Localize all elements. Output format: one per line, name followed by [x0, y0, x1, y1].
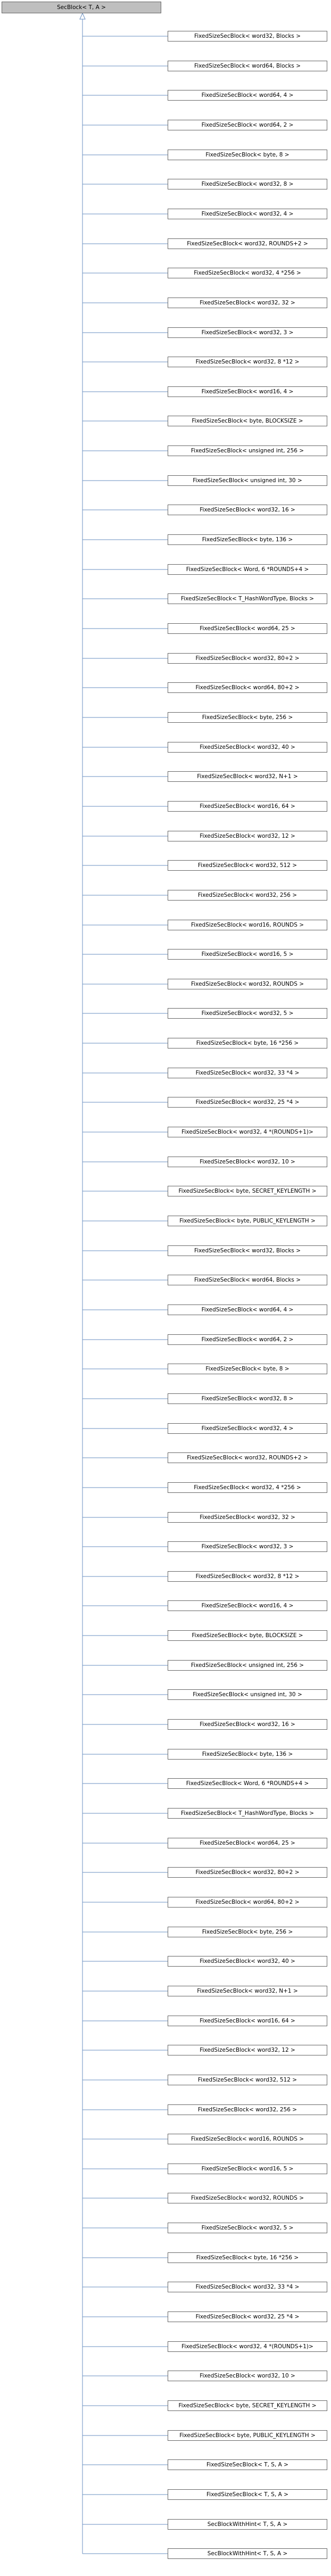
derived-class-node[interactable]: FixedSizeSecBlock< word32, 5 > [168, 2223, 327, 2233]
derived-class-node[interactable]: FixedSizeSecBlock< word32, Blocks > [168, 1245, 327, 1256]
derived-class-node[interactable]: FixedSizeSecBlock< word32, 12 > [168, 2045, 327, 2055]
derived-class-node[interactable]: FixedSizeSecBlock< byte, PUBLIC_KEYLENGT… [168, 1216, 327, 1226]
derived-class-node[interactable]: FixedSizeSecBlock< byte, SECRET_KEYLENGT… [168, 1186, 327, 1196]
derived-class-node[interactable]: FixedSizeSecBlock< word32, 8 > [168, 179, 327, 189]
derived-class-node[interactable]: FixedSizeSecBlock< word32, N+1 > [168, 1986, 327, 1996]
derived-class-node[interactable]: FixedSizeSecBlock< word32, 80+2 > [168, 653, 327, 664]
derived-class-node[interactable]: FixedSizeSecBlock< unsigned int, 30 > [168, 1689, 327, 1700]
derived-class-node[interactable]: FixedSizeSecBlock< word32, 5 > [168, 1008, 327, 1019]
derived-class-node[interactable]: FixedSizeSecBlock< word64, 80+2 > [168, 682, 327, 693]
derived-class-node[interactable]: FixedSizeSecBlock< word32, 10 > [168, 1157, 327, 1167]
derived-class-node[interactable]: FixedSizeSecBlock< Word, 6 *ROUNDS+4 > [168, 1778, 327, 1789]
derived-class-node[interactable]: FixedSizeSecBlock< word16, 64 > [168, 2016, 327, 2026]
derived-class-node[interactable]: FixedSizeSecBlock< word32, 512 > [168, 2075, 327, 2085]
derived-class-node[interactable]: FixedSizeSecBlock< word32, 12 > [168, 831, 327, 841]
derived-class-node[interactable]: FixedSizeSecBlock< word32, 4 > [168, 1423, 327, 1434]
derived-class-node[interactable]: FixedSizeSecBlock< T, S, A > [168, 2489, 327, 2500]
derived-class-node[interactable]: FixedSizeSecBlock< word32, 4 *(ROUNDS+1)… [168, 1127, 327, 1137]
derived-class-node[interactable]: FixedSizeSecBlock< word32, 16 > [168, 505, 327, 515]
derived-class-node[interactable]: SecBlockWithHint< T, S, A > [168, 2519, 327, 2530]
derived-class-node[interactable]: FixedSizeSecBlock< word32, 32 > [168, 1512, 327, 1523]
derived-class-node[interactable]: FixedSizeSecBlock< word64, 2 > [168, 120, 327, 130]
derived-class-node[interactable]: FixedSizeSecBlock< word32, 4 > [168, 209, 327, 219]
derived-class-node[interactable]: FixedSizeSecBlock< word64, 4 > [168, 1304, 327, 1315]
derived-class-node[interactable]: FixedSizeSecBlock< word64, 25 > [168, 623, 327, 634]
derived-class-node[interactable]: FixedSizeSecBlock< word32, ROUNDS > [168, 979, 327, 989]
derived-class-node[interactable]: FixedSizeSecBlock< word32, 80+2 > [168, 1867, 327, 1878]
derived-class-node[interactable]: FixedSizeSecBlock< word16, 4 > [168, 1600, 327, 1611]
derived-class-node[interactable]: FixedSizeSecBlock< word16, 5 > [168, 2164, 327, 2174]
derived-class-node[interactable]: FixedSizeSecBlock< word32, 8 > [168, 1393, 327, 1404]
derived-class-node[interactable]: FixedSizeSecBlock< word32, ROUNDS+2 > [168, 238, 327, 249]
derived-class-node[interactable]: FixedSizeSecBlock< unsigned int, 30 > [168, 475, 327, 486]
derived-class-node[interactable]: FixedSizeSecBlock< word16, 4 > [168, 386, 327, 397]
derived-class-node[interactable]: FixedSizeSecBlock< word32, 256 > [168, 2104, 327, 2115]
derived-class-node[interactable]: FixedSizeSecBlock< byte, 136 > [168, 534, 327, 545]
derived-class-node[interactable]: FixedSizeSecBlock< word32, 4 *(ROUNDS+1)… [168, 2341, 327, 2352]
derived-class-node[interactable]: FixedSizeSecBlock< word32, N+1 > [168, 771, 327, 782]
derived-class-node[interactable]: FixedSizeSecBlock< Word, 6 *ROUNDS+4 > [168, 564, 327, 575]
derived-class-node[interactable]: FixedSizeSecBlock< word32, 4 *256 > [168, 1482, 327, 1493]
derived-class-node[interactable]: FixedSizeSecBlock< word64, 25 > [168, 1838, 327, 1848]
derived-class-node[interactable]: FixedSizeSecBlock< word32, 33 *4 > [168, 2282, 327, 2292]
derived-class-node[interactable]: FixedSizeSecBlock< T, S, A > [168, 2459, 327, 2470]
derived-class-node[interactable]: FixedSizeSecBlock< unsigned int, 256 > [168, 1660, 327, 1671]
derived-class-node[interactable]: SecBlockWithHint< T, S, A > [168, 2548, 327, 2559]
derived-class-node[interactable]: FixedSizeSecBlock< byte, BLOCKSIZE > [168, 1630, 327, 1641]
derived-class-node[interactable]: FixedSizeSecBlock< word32, 40 > [168, 742, 327, 753]
derived-class-node[interactable]: FixedSizeSecBlock< word32, 8 *12 > [168, 357, 327, 367]
derived-class-node[interactable]: FixedSizeSecBlock< word32, Blocks > [168, 31, 327, 42]
root-class-node[interactable]: SecBlock< T, A > [2, 2, 161, 13]
derived-class-node[interactable]: FixedSizeSecBlock< word32, 16 > [168, 1719, 327, 1730]
derived-class-node[interactable]: FixedSizeSecBlock< word32, 3 > [168, 1541, 327, 1552]
derived-class-node[interactable]: FixedSizeSecBlock< word64, Blocks > [168, 1275, 327, 1285]
inheritance-arrowhead [79, 12, 86, 20]
derived-class-node[interactable]: FixedSizeSecBlock< word32, 256 > [168, 890, 327, 901]
derived-class-node[interactable]: FixedSizeSecBlock< byte, BLOCKSIZE > [168, 416, 327, 426]
derived-class-node[interactable]: FixedSizeSecBlock< word16, 5 > [168, 949, 327, 960]
derived-class-node[interactable]: FixedSizeSecBlock< word32, 33 *4 > [168, 1068, 327, 1078]
derived-class-node[interactable]: FixedSizeSecBlock< byte, 16 *256 > [168, 2252, 327, 2263]
derived-class-node[interactable]: FixedSizeSecBlock< word32, 32 > [168, 298, 327, 308]
derived-class-node[interactable]: FixedSizeSecBlock< byte, 8 > [168, 150, 327, 160]
derived-class-node[interactable]: FixedSizeSecBlock< word32, 8 *12 > [168, 1571, 327, 1582]
derived-class-node[interactable]: FixedSizeSecBlock< byte, 8 > [168, 1364, 327, 1374]
derived-class-node[interactable]: FixedSizeSecBlock< T_HashWordType, Block… [168, 1808, 327, 1819]
derived-class-node[interactable]: FixedSizeSecBlock< word16, ROUNDS > [168, 2134, 327, 2144]
derived-class-node[interactable]: FixedSizeSecBlock< word32, 10 > [168, 2371, 327, 2381]
derived-class-node[interactable]: FixedSizeSecBlock< word16, 64 > [168, 801, 327, 812]
derived-class-node[interactable]: FixedSizeSecBlock< T_HashWordType, Block… [168, 593, 327, 604]
derived-class-node[interactable]: FixedSizeSecBlock< word32, 25 *4 > [168, 1097, 327, 1108]
derived-class-node[interactable]: FixedSizeSecBlock< word64, 2 > [168, 1334, 327, 1345]
derived-class-node[interactable]: FixedSizeSecBlock< word32, ROUNDS > [168, 2193, 327, 2203]
derived-class-node[interactable]: FixedSizeSecBlock< word32, 3 > [168, 327, 327, 338]
derived-class-node[interactable]: FixedSizeSecBlock< word32, 40 > [168, 1956, 327, 1967]
derived-class-node[interactable]: FixedSizeSecBlock< unsigned int, 256 > [168, 445, 327, 456]
derived-class-node[interactable]: FixedSizeSecBlock< word16, ROUNDS > [168, 920, 327, 930]
derived-class-node[interactable]: FixedSizeSecBlock< byte, SECRET_KEYLENGT… [168, 2400, 327, 2411]
derived-class-node[interactable]: FixedSizeSecBlock< byte, PUBLIC_KEYLENGT… [168, 2430, 327, 2441]
derived-class-node[interactable]: FixedSizeSecBlock< word64, 4 > [168, 90, 327, 101]
derived-class-node[interactable]: FixedSizeSecBlock< byte, 136 > [168, 1749, 327, 1760]
derived-class-node[interactable]: FixedSizeSecBlock< byte, 256 > [168, 1927, 327, 1937]
derived-class-node[interactable]: FixedSizeSecBlock< byte, 256 > [168, 712, 327, 723]
derived-class-node[interactable]: FixedSizeSecBlock< word64, Blocks > [168, 61, 327, 71]
derived-class-node[interactable]: FixedSizeSecBlock< word32, 25 *4 > [168, 2311, 327, 2322]
derived-class-node[interactable]: FixedSizeSecBlock< word64, 80+2 > [168, 1897, 327, 1908]
derived-class-node[interactable]: FixedSizeSecBlock< word32, 512 > [168, 860, 327, 871]
derived-class-node[interactable]: FixedSizeSecBlock< word32, 4 *256 > [168, 268, 327, 278]
derived-class-node[interactable]: FixedSizeSecBlock< byte, 16 *256 > [168, 1038, 327, 1048]
derived-class-node[interactable]: FixedSizeSecBlock< word32, ROUNDS+2 > [168, 1452, 327, 1463]
